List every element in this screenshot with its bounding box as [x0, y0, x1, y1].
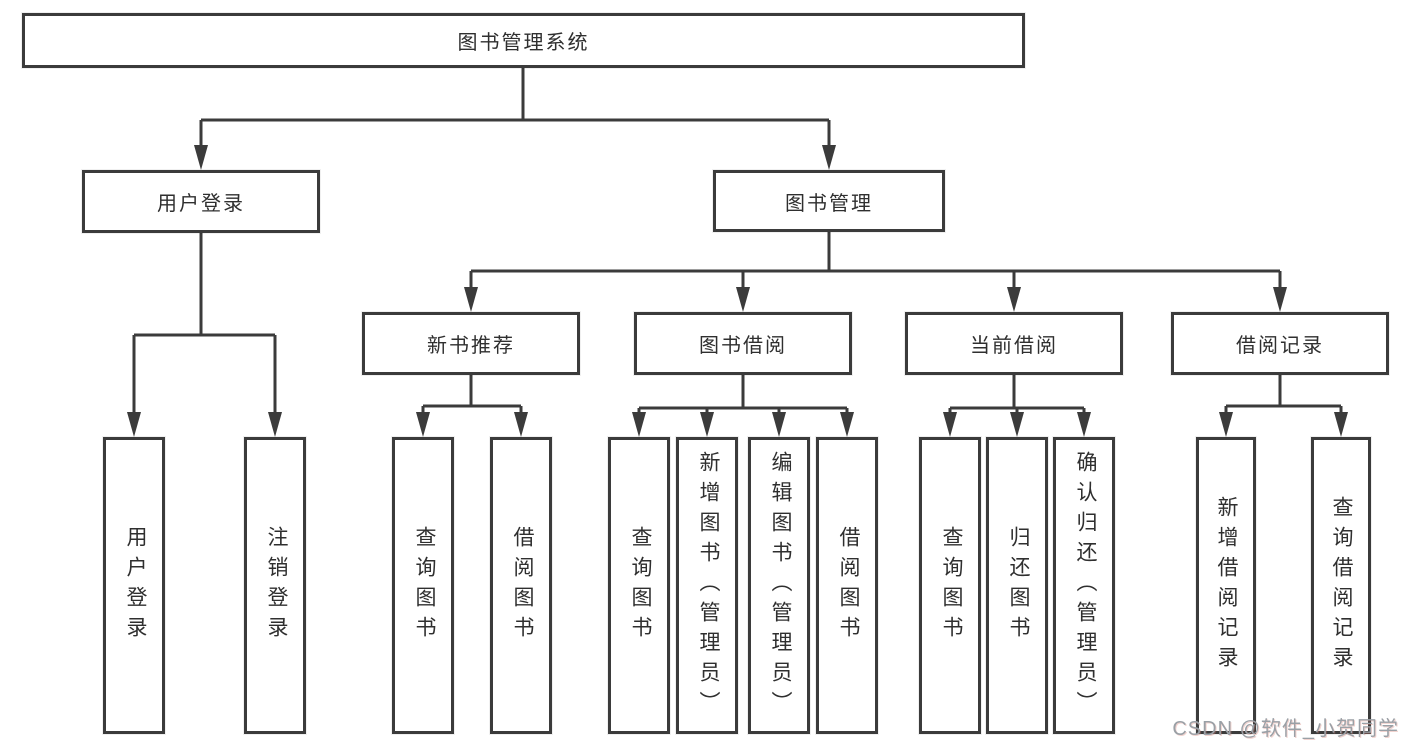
node-borrowing-records: 借阅记录 [1171, 312, 1389, 375]
node-book-borrowing: 图书借阅 [634, 312, 852, 375]
node-book-management: 图书管理 [713, 170, 945, 232]
leaf-logout: 注销登录 [244, 437, 306, 734]
node-current-borrowing: 当前借阅 [905, 312, 1123, 375]
node-user-login: 用户登录 [82, 170, 320, 233]
leaf-return-books: 归还图书 [986, 437, 1048, 734]
leaf-add-books-admin: 新增图书（管理员） [676, 437, 738, 734]
csdn-watermark: CSDN @软件_小贺同学 [1172, 718, 1399, 740]
leaf-add-borrow-record: 新增借阅记录 [1196, 437, 1256, 734]
leaf-query-books-recommend: 查询图书 [392, 437, 454, 734]
leaf-edit-books-admin: 编辑图书（管理员） [748, 437, 810, 734]
leaf-borrow-books-recommend: 借阅图书 [490, 437, 552, 734]
leaf-borrow-books: 借阅图书 [816, 437, 878, 734]
leaf-user-login: 用户登录 [103, 437, 165, 734]
leaf-query-books-current: 查询图书 [919, 437, 981, 734]
leaf-query-borrow-record: 查询借阅记录 [1311, 437, 1371, 734]
node-library-system: 图书管理系统 [22, 13, 1025, 68]
node-new-book-recommendation: 新书推荐 [362, 312, 580, 375]
leaf-query-books-borrow: 查询图书 [608, 437, 670, 734]
leaf-confirm-return-admin: 确认归还（管理员） [1053, 437, 1115, 734]
